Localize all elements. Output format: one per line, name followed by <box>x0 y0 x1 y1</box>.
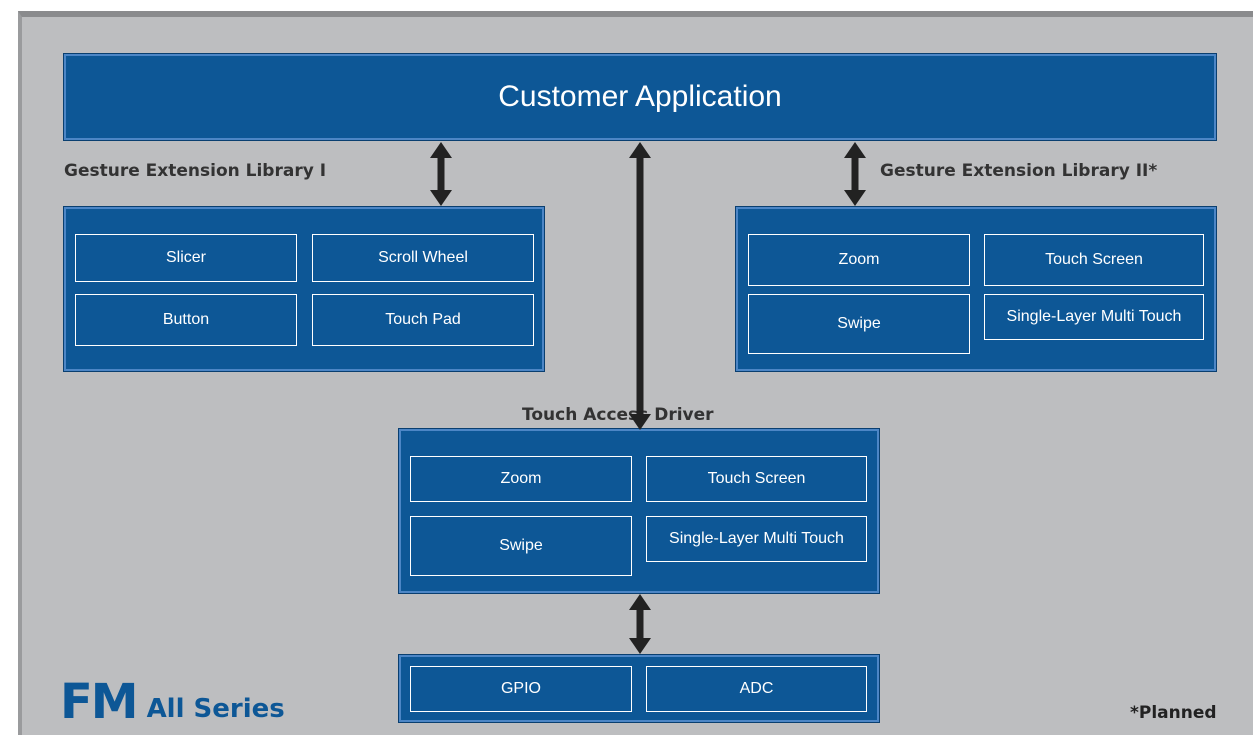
gesture-library-1-box <box>64 207 544 371</box>
gesture-library-1-touch-pad: Touch Pad <box>312 294 534 346</box>
gesture-library-2-touch-screen: Touch Screen <box>984 234 1204 286</box>
customer-application-box: Customer Application <box>64 54 1216 140</box>
hardware-gpio: GPIO <box>410 666 632 712</box>
touch-access-driver-touch-screen: Touch Screen <box>646 456 867 502</box>
fm-logo-series: All Series <box>146 694 285 724</box>
gesture-library-2-single-layer-multi-touch: Single-Layer Multi Touch <box>984 294 1204 340</box>
touch-access-driver-title: Touch Access Driver <box>522 405 714 425</box>
touch-access-driver-single-layer-multi-touch: Single-Layer Multi Touch <box>646 516 867 562</box>
planned-footnote: *Planned <box>1130 703 1217 723</box>
gesture-library-2-zoom: Zoom <box>748 234 970 286</box>
arrow-library-1-to-app <box>430 142 452 206</box>
arrow-library-2-to-app <box>844 142 866 206</box>
touch-access-driver-zoom: Zoom <box>410 456 632 502</box>
fm-logo: FM All Series <box>60 674 285 730</box>
fm-logo-mark: FM <box>60 674 139 730</box>
customer-application-label: Customer Application <box>498 80 782 113</box>
gesture-library-1-scroll-wheel: Scroll Wheel <box>312 234 534 282</box>
gesture-library-1-button: Button <box>75 294 297 346</box>
gesture-library-1-title: Gesture Extension Library I <box>64 161 327 181</box>
arrow-driver-to-app <box>629 142 651 430</box>
gesture-library-2-title: Gesture Extension Library II* <box>880 161 1158 181</box>
gesture-library-2-swipe: Swipe <box>748 294 970 354</box>
hardware-adc: ADC <box>646 666 867 712</box>
gesture-library-1-slicer: Slicer <box>75 234 297 282</box>
touch-access-driver-swipe: Swipe <box>410 516 632 576</box>
arrow-hardware-to-driver <box>629 594 651 654</box>
